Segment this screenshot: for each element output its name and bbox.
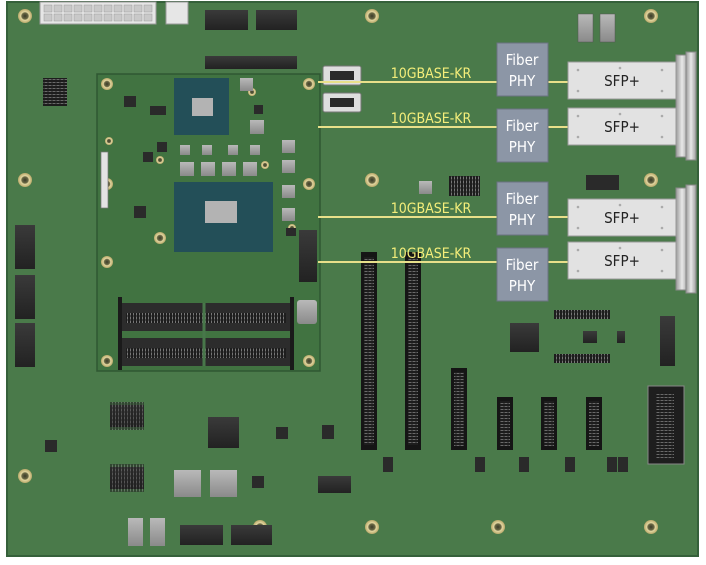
pin-header-right-1 (554, 310, 610, 319)
chip-left-1 (15, 225, 35, 269)
sfp-rivet (660, 205, 664, 209)
chip-small-right (419, 181, 432, 194)
qfn-right (510, 323, 539, 352)
sfp-rivet (618, 203, 622, 207)
atx-pins (43, 4, 153, 22)
phy-label-line1: Fiber (506, 117, 539, 135)
sfp-rivet (618, 112, 622, 116)
header-top-2 (256, 10, 297, 30)
sfp-label: SFP+ (604, 72, 640, 90)
sfp-rivet (660, 248, 664, 252)
sfp-cage (567, 198, 677, 237)
sfp-label: SFP+ (604, 118, 640, 136)
small-right-2 (617, 331, 625, 343)
soic-chip-1-pins (110, 402, 144, 430)
sfp-label: SFP+ (604, 209, 640, 227)
fiber-phy-box (496, 247, 549, 302)
sfp-cage (567, 107, 677, 146)
smd-top-left (43, 78, 67, 106)
chip-left-2 (15, 275, 35, 319)
sfp-rivet (660, 135, 664, 139)
sfp-rivet (576, 114, 580, 118)
phy-label-line2: PHY (509, 211, 536, 229)
chips-right-group (586, 175, 619, 190)
soic-chip-2-pins (110, 464, 144, 492)
fiber-phy-box (496, 108, 549, 163)
sfp-cage (567, 241, 677, 280)
sfp-rivet (618, 246, 622, 250)
sfp-label: SFP+ (604, 252, 640, 270)
grey-chip-bottom-4 (150, 518, 165, 546)
phy-label-line2: PHY (509, 72, 536, 90)
phy-label-line1: Fiber (506, 256, 539, 274)
phy-label-line2: PHY (509, 138, 536, 156)
sfp-rivet (576, 248, 580, 252)
sfp-rivet (576, 226, 580, 230)
com-express-module (96, 73, 321, 372)
sfp-rivet (618, 66, 622, 70)
link-label: 10GBASE-KR (391, 66, 472, 82)
grey-chip-bottom-2 (210, 470, 237, 497)
sfp-rivet (660, 68, 664, 72)
header-top-1 (205, 10, 248, 30)
sfp-rivet (660, 89, 664, 93)
phy-label-line2: PHY (509, 277, 536, 295)
header-bottom-2 (231, 525, 272, 545)
sfp-rivet (576, 135, 580, 139)
sfp-rivet (660, 226, 664, 230)
phy-label-line1: Fiber (506, 190, 539, 208)
aux-power-connector (165, 1, 189, 25)
small-right-1 (583, 331, 597, 343)
mounting-holes (18, 9, 658, 534)
qfp-chip-bottom (208, 417, 239, 448)
pin-header-right-2 (554, 354, 610, 363)
fiber-phy-box (496, 181, 549, 236)
chip-right-tall (660, 316, 675, 366)
sfp-rivet (660, 269, 664, 273)
chip-top-right-2 (599, 13, 616, 43)
sfp-cage (567, 61, 677, 100)
phy-label-line1: Fiber (506, 51, 539, 69)
connector-top-long (205, 56, 297, 69)
fiber-phy-box (496, 42, 549, 97)
header-bottom-1 (180, 525, 223, 545)
sfp-rivet (576, 269, 580, 273)
chip-bottom-mid (318, 476, 351, 493)
chip-left-3 (15, 323, 35, 367)
m2-connector-pins (656, 392, 674, 458)
chip-top-right-1 (577, 13, 594, 43)
grey-chip-bottom-1 (174, 470, 201, 497)
sfp-rivet (576, 89, 580, 93)
sfp-brackets (675, 51, 697, 294)
sfp-rivet (576, 205, 580, 209)
link-label: 10GBASE-KR (391, 111, 472, 127)
pcie-slots (361, 252, 602, 450)
stacked-connectors (322, 65, 362, 113)
sfp-rivet (660, 114, 664, 118)
link-label: 10GBASE-KR (391, 246, 472, 262)
sfp-rivet (576, 68, 580, 72)
grey-chip-bottom-3 (128, 518, 143, 546)
soic-chip-right (449, 176, 480, 196)
link-label: 10GBASE-KR (391, 201, 472, 217)
